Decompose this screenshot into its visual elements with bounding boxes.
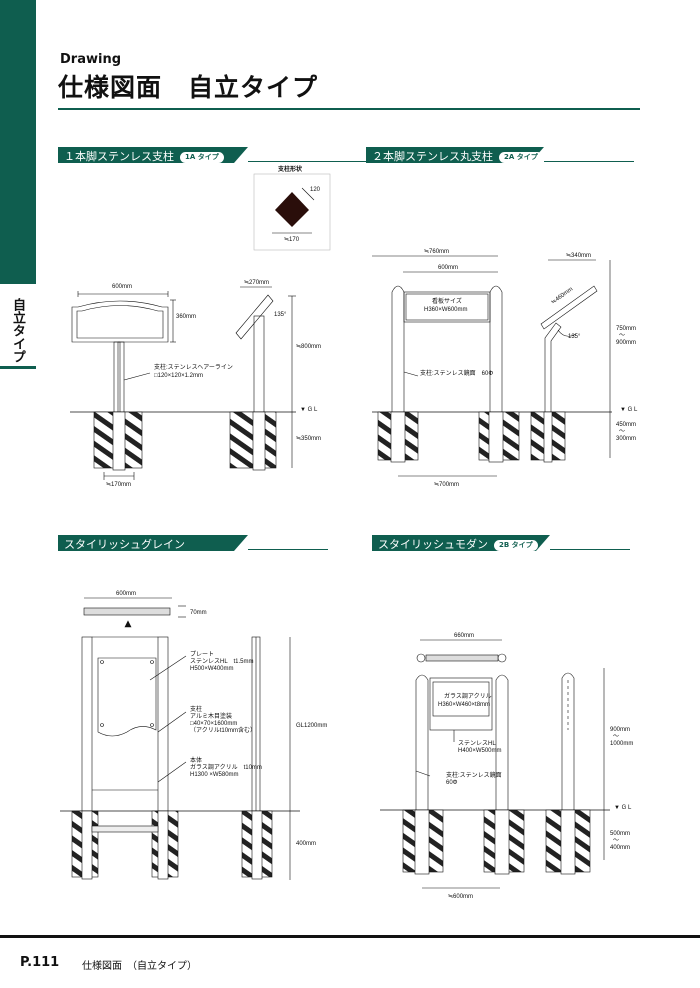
- dim-label: GL1200mm: [296, 723, 327, 729]
- dim-label: 600mm: [116, 591, 136, 597]
- dim-label: 120: [310, 187, 321, 193]
- section-title: スタイリッシュグレイン: [64, 538, 185, 551]
- section-banner-2a: ２本脚ステンレス丸支柱 2A タイプ: [366, 147, 634, 163]
- spec-label: 60Φ: [446, 780, 458, 786]
- dim-label: 〜: [613, 838, 619, 844]
- spec-label: H360×W460×t8mm: [438, 702, 490, 708]
- spec-label: （アクリルt10mm含む）: [190, 726, 256, 734]
- dim-label: 900mm: [616, 340, 636, 346]
- dim-label: ≒350mm: [296, 436, 321, 442]
- spec-label: 支柱: [190, 705, 202, 713]
- dim-label: ≒800mm: [296, 344, 321, 350]
- drawing-grain: [60, 597, 300, 880]
- dim-label: ≒340mm: [566, 253, 591, 259]
- dim-label: 660mm: [454, 633, 474, 639]
- section-banner-modern: スタイリッシュモダン 2B タイプ: [372, 535, 630, 551]
- drawing-2a: [372, 255, 612, 477]
- type-tag: 2A タイプ: [499, 152, 543, 163]
- drawing-modern: [380, 639, 610, 889]
- post-shape-box: [253, 173, 331, 251]
- dim-label: ≒270mm: [244, 280, 269, 286]
- dim-label: 135°: [568, 334, 581, 340]
- section-banner-grain: スタイリッシュグレイン: [58, 535, 328, 551]
- dim-label: 〜: [613, 734, 619, 740]
- dim-label: 70mm: [190, 610, 207, 616]
- dim-label: 600mm: [438, 265, 458, 271]
- spec-label: H500×W400mm: [190, 666, 234, 672]
- spec-label: 本体: [190, 756, 202, 764]
- type-tag: 1A タイプ: [180, 152, 224, 163]
- spec-label: 支柱:ステンレス鏡面 60Φ: [420, 369, 493, 377]
- dim-label: 300mm: [616, 436, 636, 442]
- dim-label: 〜: [619, 333, 625, 339]
- dim-label: 450mm: [616, 422, 636, 428]
- spec-label: 支柱:ステンレス鏡面: [446, 771, 502, 779]
- type-tag: 2B タイプ: [494, 540, 538, 551]
- spec-label: ステンレスHL: [458, 740, 496, 747]
- dim-label: 〜: [619, 429, 625, 435]
- dim-label: 500mm: [610, 831, 630, 837]
- dim-label: 900mm: [610, 727, 630, 733]
- dim-label: ≒170: [284, 237, 300, 243]
- spec-label: プレート: [190, 651, 214, 658]
- dim-label: 400mm: [296, 841, 316, 847]
- spec-label: □40×70×1600mm: [190, 721, 237, 727]
- dim-label: ≒170mm: [106, 482, 131, 488]
- spec-label: 看板サイズ: [432, 297, 462, 305]
- sidebar-band: [0, 0, 36, 284]
- spec-label: ガラス調アクリル: [444, 692, 492, 700]
- dim-label: 360mm: [176, 314, 196, 320]
- dim-label: ≒760mm: [424, 249, 449, 255]
- section-banner-1a: １本脚ステンレス支柱 1A タイプ: [58, 147, 408, 163]
- sidebar-divider: [0, 366, 36, 369]
- dim-label: 135°: [274, 312, 287, 318]
- section-title: １本脚ステンレス支柱: [64, 150, 174, 163]
- drawing-1a: [70, 173, 331, 480]
- gl-label: ▼ G L: [614, 805, 632, 811]
- footer-rule: [0, 935, 700, 938]
- spec-label: □120×120×1.2mm: [154, 373, 203, 379]
- gl-label: ▼ G L: [620, 407, 638, 413]
- spec-label: H1300 ×W580mm: [190, 772, 239, 778]
- section-title: スタイリッシュモダン: [378, 538, 488, 551]
- page-number: P.111: [20, 955, 60, 970]
- dim-label: 750mm: [616, 326, 636, 332]
- footer-text: 仕様図面 （自立タイプ）: [82, 961, 197, 972]
- dim-label: 600mm: [112, 284, 132, 290]
- sidebar-label: 自立タイプ: [10, 298, 25, 363]
- header-rule: [58, 108, 640, 110]
- spec-label: アルミ木目塗装: [190, 712, 232, 720]
- dim-label: ≒600mm: [448, 894, 473, 900]
- post-shape-diamond: [275, 192, 309, 227]
- spec-label: H400×W500mm: [458, 748, 502, 754]
- spec-label: H360×W600mm: [424, 307, 468, 313]
- post-shape-title: 支柱形状: [277, 165, 303, 173]
- section-title: ２本脚ステンレス丸支柱: [372, 150, 493, 163]
- spec-label: 支柱:ステンレスヘアーライン: [154, 363, 233, 371]
- dim-label: 1000mm: [610, 741, 633, 747]
- page-title: 仕様図面 自立タイプ: [58, 73, 319, 102]
- spec-label: ステンレスHL t1.5mm: [190, 658, 253, 665]
- gl-label: ▼ G L: [300, 407, 318, 413]
- dim-label: ≒700mm: [434, 482, 459, 488]
- dim-label: 400mm: [610, 845, 630, 851]
- spec-label: ガラス調アクリル t10mm: [190, 763, 262, 771]
- page-subtitle: Drawing: [60, 52, 122, 67]
